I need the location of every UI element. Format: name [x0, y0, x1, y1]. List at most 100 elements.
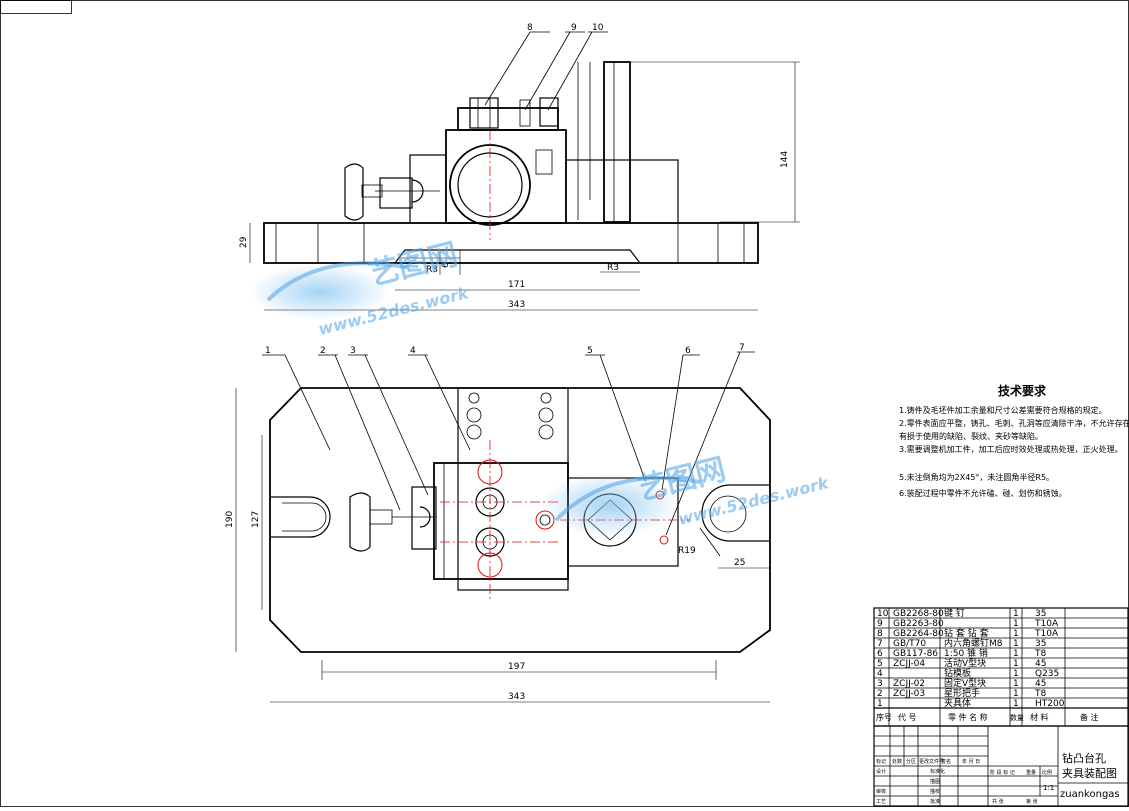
bom-header-no: 序号 — [876, 712, 892, 722]
bom-row-no: 6 — [877, 649, 883, 659]
note-2: 2.零件表面应平整，铸孔、毛刺、孔洞等应清除干净，不允许存在 — [899, 418, 1129, 428]
bom-row-no: 2 — [877, 689, 883, 699]
bom-row-name: 1:50 锥 销 — [944, 647, 988, 659]
bom-header-qty: 数量 — [1010, 713, 1024, 722]
balloon-2: 2 — [320, 346, 326, 356]
note-1: 1.铸件及毛坯件加工余量和尺寸公差需要符合规格的规定。 — [899, 405, 1107, 415]
watermark-1: 艺图网 www.52des.work — [250, 237, 472, 339]
bom-row-name: 夹具体 — [944, 697, 971, 709]
svg-text:标准化: 标准化 — [930, 768, 945, 775]
bom-row-qty: 1 — [1013, 639, 1019, 649]
bom-row-no: 9 — [877, 619, 883, 629]
svg-text:处数: 处数 — [892, 758, 902, 765]
dim-127: 127 — [251, 511, 261, 528]
bom-row-code: GB/T70 — [893, 639, 926, 649]
bom-row-code: GB2268-80 — [893, 609, 944, 619]
dim-25: 25 — [734, 558, 745, 568]
dim-171: 171 — [508, 280, 525, 290]
bom-row-name: 活动V型块 — [944, 657, 986, 669]
dim-343-plan: 343 — [508, 692, 525, 702]
dim-190: 190 — [225, 511, 235, 528]
bom-row-code: GB2263-80 — [893, 619, 944, 629]
bom-row-code: GB117-86 — [893, 649, 938, 659]
dim-r3-right: R3 — [607, 263, 619, 273]
bom-row-no: 1 — [877, 699, 883, 709]
bom-row-name: 钻模板 — [944, 667, 971, 679]
bom-row-mat: 35 — [1035, 609, 1046, 619]
dim-r19: R19 — [678, 546, 696, 556]
bom-header-code: 代 号 — [898, 712, 917, 722]
bom-row-code: ZCJJ-02 — [893, 679, 925, 689]
bom-row-mat: Q235 — [1035, 669, 1059, 679]
balloon-6: 6 — [685, 346, 691, 356]
bom-row-qty: 1 — [1013, 609, 1019, 619]
bom-row-no: 3 — [877, 679, 883, 689]
bom-row-no: 10 — [877, 609, 889, 619]
svg-text:第 张: 第 张 — [1026, 798, 1038, 805]
balloon-3: 3 — [350, 346, 356, 356]
drawing-title-1: 钻凸台孔 — [1062, 751, 1106, 765]
bom-row-mat: HT200 — [1035, 699, 1065, 709]
svg-text:年 月 日: 年 月 日 — [962, 758, 980, 765]
bom-row-qty: 1 — [1013, 679, 1019, 689]
balloon-10: 10 — [592, 23, 604, 33]
svg-text:比例: 比例 — [1042, 769, 1052, 776]
balloon-7: 7 — [739, 343, 745, 353]
bom-row-mat: T8 — [1034, 649, 1046, 659]
balloon-4: 4 — [410, 346, 416, 356]
dim-144: 144 — [780, 151, 790, 168]
dim-r3-left: R3 — [426, 265, 438, 275]
bom-header-name: 零 件 名 称 — [948, 712, 988, 722]
bom-row-mat: 35 — [1035, 639, 1046, 649]
watermark-2: 艺图网 www.52des.work — [540, 452, 832, 537]
corner-box — [0, 0, 72, 14]
note-4: 3.需要调整机加工件，加工后应时效处理或热处理，正火处理。 — [899, 444, 1123, 454]
balloon-8: 8 — [527, 23, 533, 33]
drawing-title-2: 夹具装配图 — [1062, 767, 1117, 780]
plan-view: R19 190 127 197 343 25 1 2 3 4 5 6 7 — [225, 343, 771, 703]
bom-row-mat: 45 — [1035, 659, 1046, 669]
bom-row-name: 钻 套 钻 套 — [944, 627, 989, 639]
dim-197: 197 — [508, 662, 525, 672]
balloon-1: 1 — [265, 346, 271, 356]
svg-text:工艺: 工艺 — [876, 799, 886, 805]
bom-row-qty: 1 — [1013, 649, 1019, 659]
dim-29: 29 — [239, 236, 249, 248]
bom-row-no: 4 — [877, 669, 883, 679]
svg-text:阶 段 标 记: 阶 段 标 记 — [990, 769, 1015, 776]
bom-row-mat: T10A — [1034, 619, 1059, 629]
svg-text:审核: 审核 — [876, 788, 886, 795]
bom-row-code: ZCJJ-04 — [893, 659, 925, 669]
svg-text:重量: 重量 — [1026, 769, 1036, 776]
note-6: 6.装配过程中零件不允许磕、碰、划伤和锈蚀。 — [899, 488, 1067, 498]
bom-header-note: 备 注 — [1080, 712, 1099, 722]
bom-row-mat: T10A — [1034, 629, 1059, 639]
technical-notes: 技术要求 1.铸件及毛坯件加工余量和尺寸公差需要符合规格的规定。 2.零件表面应… — [899, 383, 1129, 498]
bom-row-no: 7 — [877, 639, 883, 649]
bom-row-code: ZCJJ-03 — [893, 689, 925, 699]
bom-row-mat: T8 — [1034, 689, 1046, 699]
bom-row-qty: 1 — [1013, 669, 1019, 679]
balloon-5: 5 — [587, 346, 593, 356]
bom-row-qty: 1 — [1013, 699, 1019, 709]
bom-row-qty: 1 — [1013, 659, 1019, 669]
svg-text:描校: 描校 — [930, 788, 940, 795]
bom-row-name: 星形把手 — [944, 687, 980, 699]
dim-6: 6 — [441, 262, 451, 268]
note-5: 5.未注倒角均为2X45°，未注圆角半径R5。 — [899, 472, 1054, 482]
bom-header-mat: 材 料 — [1030, 712, 1049, 722]
front-view: 144 29 R3 6 R3 171 343 8 9 10 — [239, 23, 800, 311]
bom-row-name: 键 钉 — [944, 607, 965, 619]
svg-text:标记: 标记 — [876, 758, 886, 765]
bom-row-code: GB2264-80 — [893, 629, 944, 639]
bom-row-qty: 1 — [1013, 619, 1019, 629]
scale-value: 1:1 — [1043, 784, 1054, 792]
note-3: 有损于使用的缺陷、裂纹、夹砂等缺陷。 — [899, 431, 1043, 441]
bom-row-no: 8 — [877, 629, 883, 639]
bom-row-name: 内六角螺钉M8 — [944, 637, 1003, 649]
svg-text:艺图网: 艺图网 — [633, 452, 729, 508]
svg-text:签名: 签名 — [941, 758, 951, 765]
svg-text:设计: 设计 — [876, 768, 886, 775]
notes-title: 技术要求 — [998, 383, 1047, 398]
